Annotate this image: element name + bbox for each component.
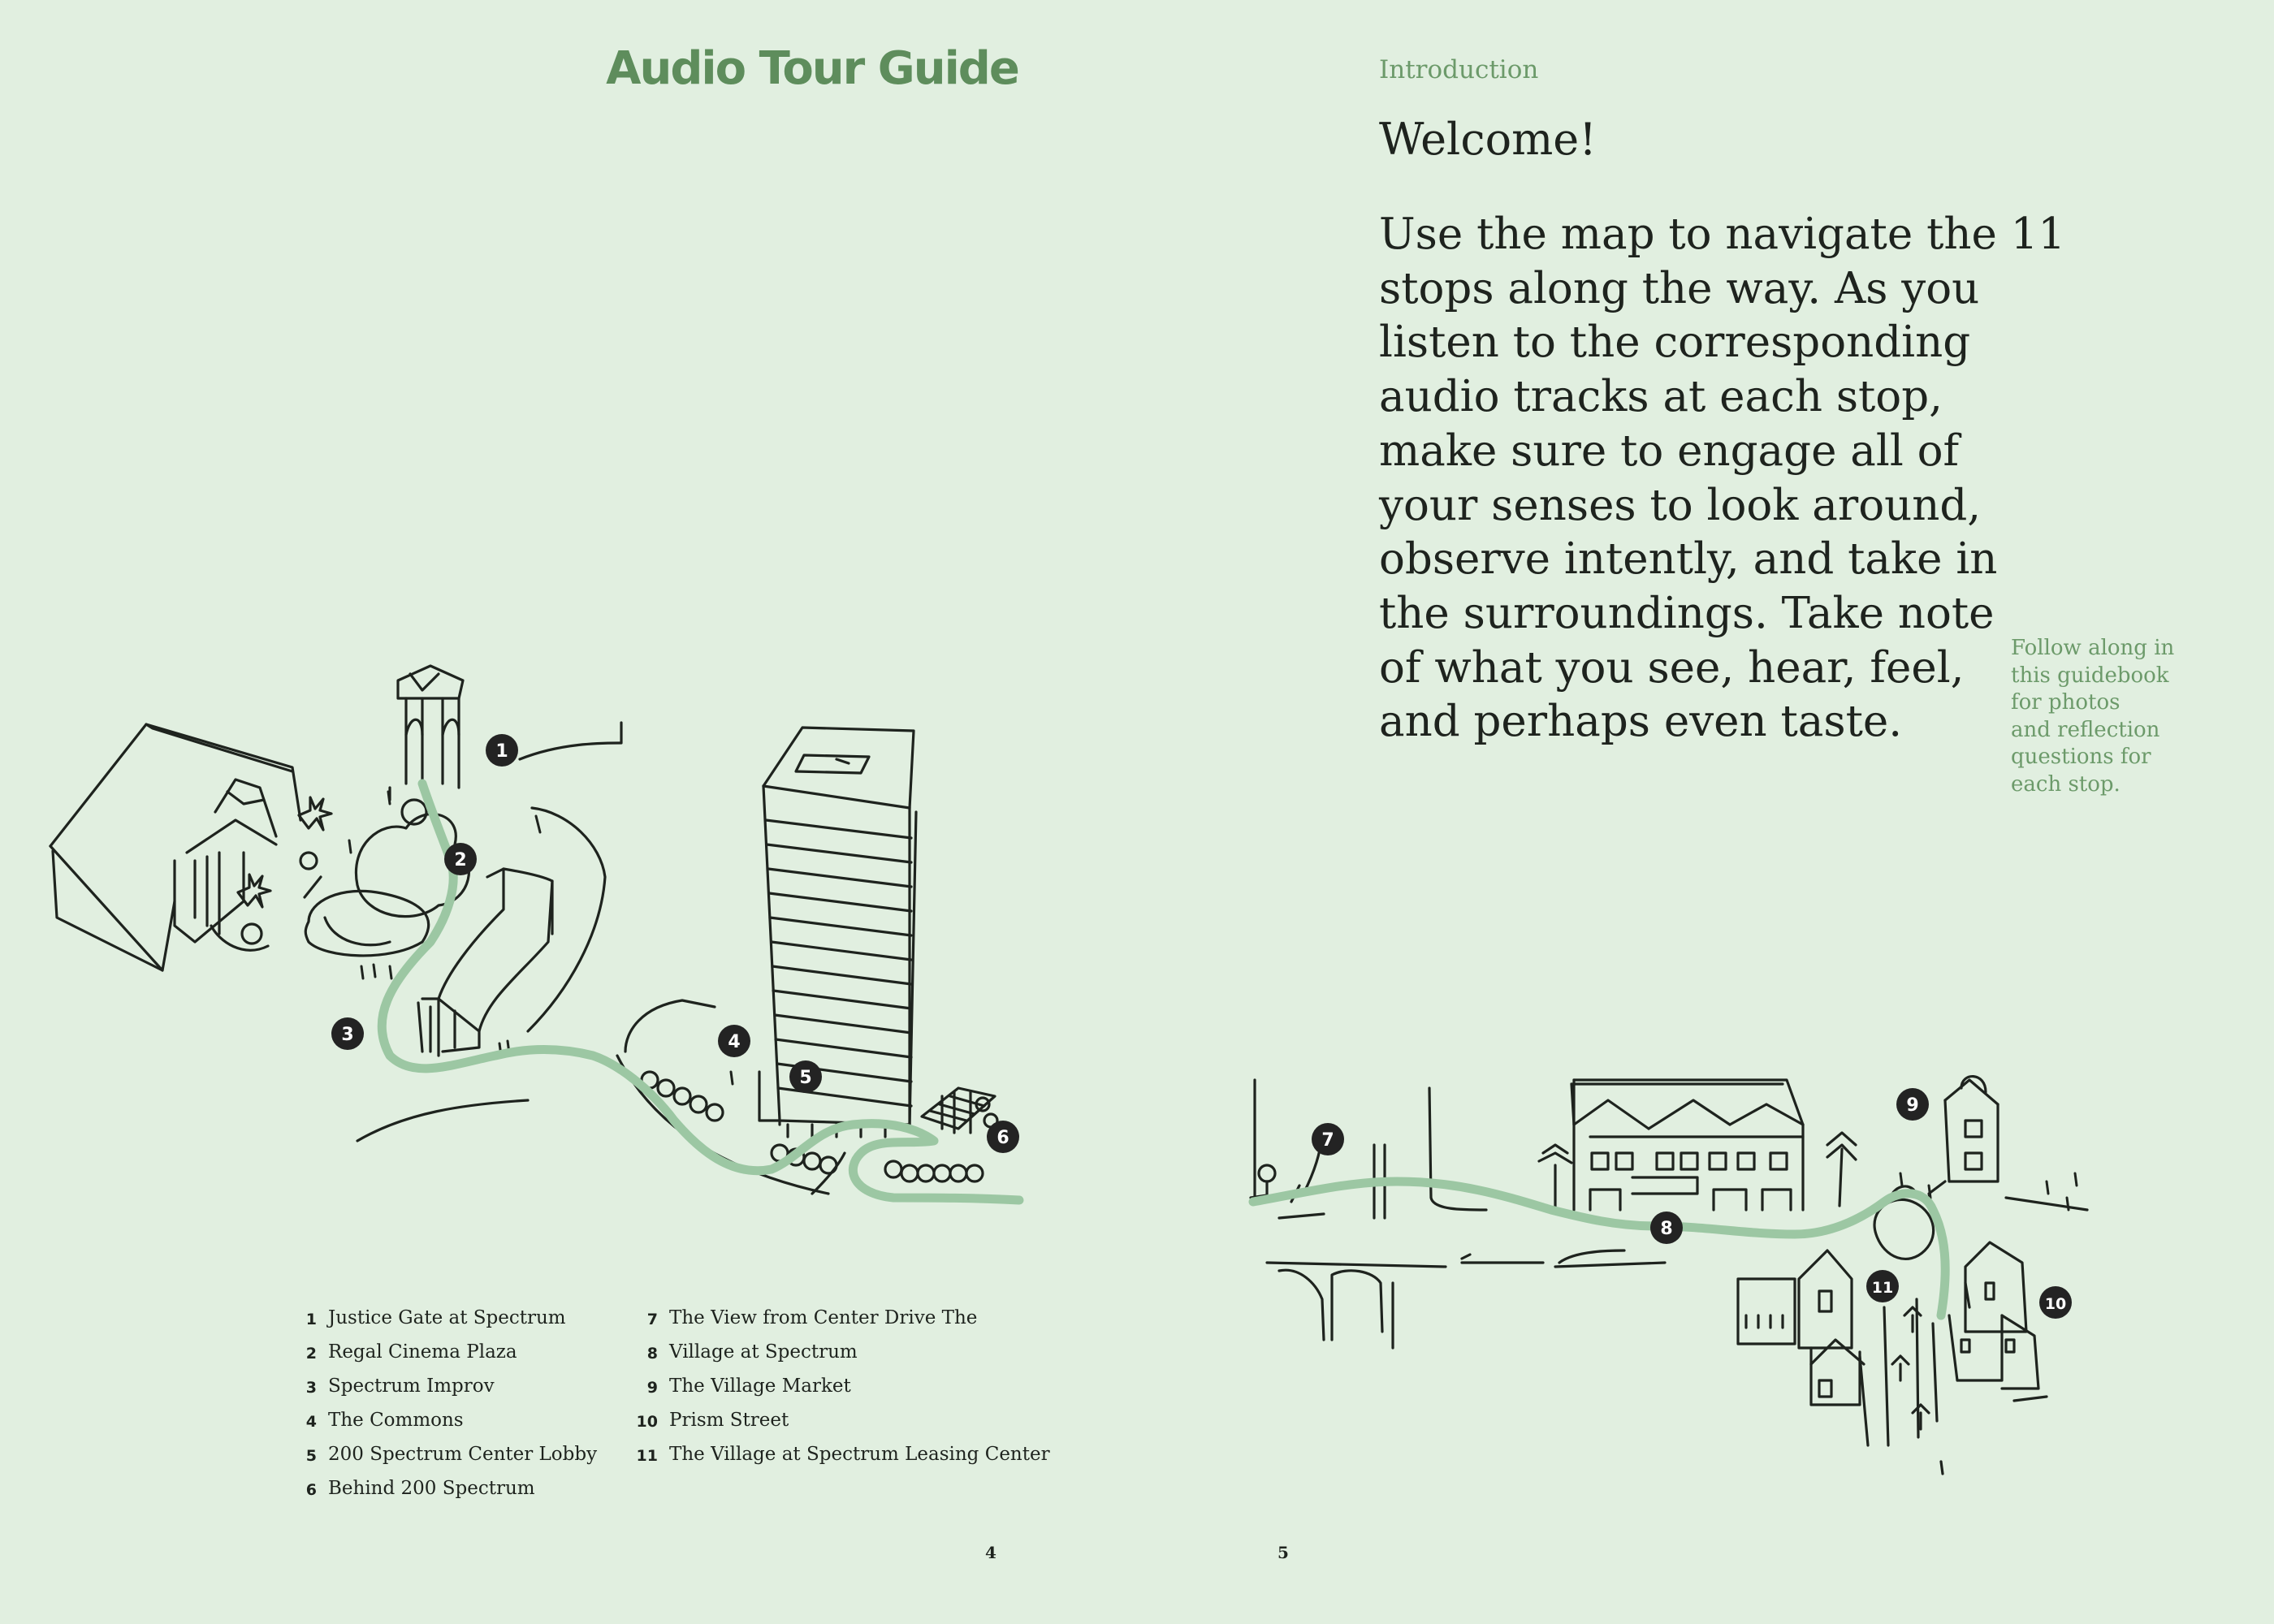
legend-label: The View from Center Drive The: [669, 1307, 978, 1328]
section-label: Introduction: [1379, 55, 1539, 84]
tour-route-drawing: [377, 779, 1024, 1205]
road-line: [526, 806, 607, 1033]
stop-marker-label: 9: [1906, 1095, 1918, 1116]
legend-number: 8: [646, 1345, 658, 1363]
side-note-line: for photos: [2011, 690, 2121, 715]
stop-marker-8: 8: [1650, 1212, 1683, 1244]
stop-marker-11: 11: [1866, 1270, 1899, 1302]
right-road-drawing: [1249, 1078, 1667, 1350]
stop-marker-label: 11: [1872, 1279, 1893, 1297]
stop-marker-6: 6: [987, 1121, 1019, 1153]
intro-line: and perhaps even taste.: [1379, 697, 1903, 747]
intro-line: stops along the way. As you: [1379, 263, 1980, 313]
stop-marker-label: 8: [1660, 1219, 1672, 1239]
justice-gate-drawing: [388, 664, 465, 801]
tour-route-drawing: [1248, 1177, 1950, 1320]
plaza-fountain-drawing: [304, 798, 470, 957]
prism-street-drawing: [1858, 1241, 2048, 1475]
legend-number: 6: [305, 1481, 317, 1499]
stop-marker-label: 10: [2045, 1295, 2066, 1313]
stop-marker-label: 1: [495, 741, 508, 762]
intro-line: audio tracks at each stop,: [1379, 372, 1943, 422]
stop-markers: 1 2 3 4 5 6 7 8 9 10 11: [331, 734, 2072, 1319]
palm-tree-drawing: [1257, 1131, 1857, 1212]
side-note-line: Follow along in: [2011, 636, 2175, 660]
legend-label: The Commons: [328, 1410, 464, 1431]
tower-drawing: [758, 726, 918, 1138]
intro-line: observe intently, and take in: [1379, 534, 1998, 585]
page-number-right: 5: [1278, 1543, 1289, 1562]
legend-label: Justice Gate at Spectrum: [328, 1307, 566, 1328]
stop-marker-10: 10: [2039, 1286, 2072, 1319]
road-line: [624, 999, 716, 1053]
side-note-line: questions for: [2011, 745, 2151, 769]
intro-line: the surroundings. Take note: [1379, 588, 1995, 638]
stop-legend-column-1: 1 Justice Gate at Spectrum 2 Regal Cinema …: [284, 1307, 625, 1502]
stop-marker-label: 7: [1321, 1130, 1334, 1151]
stop-marker-7: 7: [1312, 1123, 1344, 1155]
stop-marker-2: 2: [444, 843, 477, 875]
stop-marker-label: 4: [728, 1032, 740, 1052]
legend-label: Spectrum Improv: [328, 1376, 495, 1397]
legend-number: 4: [305, 1413, 317, 1431]
stop-marker-label: 5: [799, 1068, 811, 1088]
legend-number: 5: [305, 1447, 317, 1465]
stop-marker-1: 1: [486, 734, 518, 767]
improv-building-drawing: [417, 867, 554, 1057]
legend-label: 200 Spectrum Center Lobby: [328, 1444, 598, 1465]
legend-number: 3: [305, 1379, 317, 1397]
pedestrian-marks: [1899, 1172, 2078, 1212]
stop-marker-9: 9: [1896, 1088, 1929, 1121]
stop-marker-4: 4: [718, 1025, 750, 1057]
side-note-line: this guidebook: [2011, 663, 2169, 688]
legend-label: Behind 200 Spectrum: [328, 1478, 535, 1499]
legend-number: 9: [646, 1379, 658, 1397]
legend-label: The Village Market: [669, 1376, 851, 1397]
page-number-left: 4: [985, 1543, 996, 1562]
legend-number: 7: [646, 1311, 658, 1328]
stop-marker-5: 5: [789, 1060, 822, 1093]
market-tower-drawing: [1927, 1075, 2089, 1212]
road-line: [518, 721, 623, 761]
welcome-heading: Welcome!: [1379, 114, 1597, 165]
cinema-building-drawing: [49, 723, 333, 972]
stop-marker-label: 6: [996, 1128, 1009, 1148]
side-note-line: and reflection: [2011, 717, 2160, 742]
intro-line: of what you see, hear, feel,: [1379, 642, 1965, 693]
intro-paragraph: Use the map to navigate the 11 stops alo…: [1379, 208, 2066, 749]
legend-number: 10: [636, 1413, 658, 1431]
pedestrian-marks: [348, 790, 734, 1086]
legend-label: Village at Spectrum: [669, 1341, 858, 1363]
legend-label: Prism Street: [669, 1410, 789, 1431]
stop-marker-label: 3: [341, 1025, 353, 1045]
intro-line: Use the map to navigate the 11: [1379, 209, 2066, 259]
intro-line: make sure to engage all of: [1379, 425, 1960, 476]
side-note: Follow along in this guidebook for photo…: [2011, 635, 2190, 798]
page-title: Audio Tour Guide: [606, 42, 1020, 95]
village-building-drawing: [1570, 1078, 1805, 1212]
legend-number: 11: [636, 1447, 658, 1465]
legend-label: Regal Cinema Plaza: [328, 1341, 517, 1363]
legend-number: 2: [305, 1345, 317, 1363]
stop-legend-column-2: 7 The View from Center Drive The 8 Village…: [625, 1307, 1050, 1470]
leasing-center-drawing: [1736, 1249, 1865, 1406]
legend-number: 1: [305, 1311, 317, 1328]
stop-marker-label: 2: [454, 850, 466, 870]
side-note-line: each stop.: [2011, 771, 2121, 797]
intro-line: listen to the corresponding: [1379, 317, 1971, 368]
legend-label: The Village at Spectrum Leasing Center: [669, 1444, 1050, 1465]
road-line: [356, 1099, 530, 1142]
intro-line: your senses to look around,: [1379, 480, 1982, 530]
parking-grid-drawing: [920, 1086, 996, 1134]
stop-marker-3: 3: [331, 1017, 364, 1050]
